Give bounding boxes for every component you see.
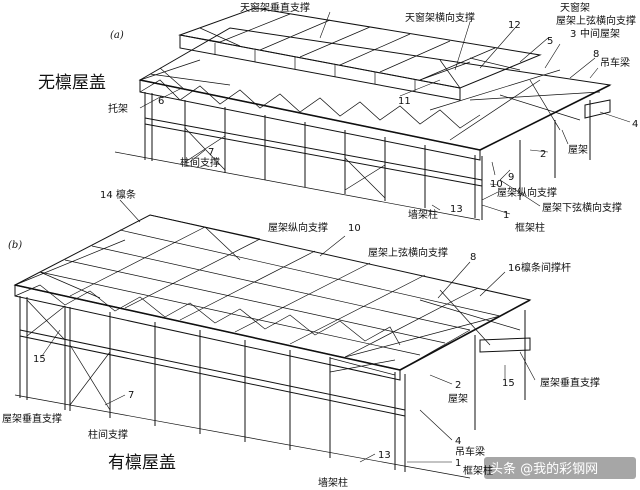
- num-a-12: 12: [508, 20, 521, 31]
- label-column-brace-b: 柱间支撑: [88, 428, 128, 441]
- label-purlin-strut: 檩条间撑杆: [521, 261, 571, 274]
- label-truss-vertical-brace-right: 屋架垂直支撑: [540, 376, 600, 389]
- num-a-13: 13: [450, 204, 463, 215]
- label-truss-top-chord-brace-b: 屋架上弦横向支撑: [368, 246, 448, 259]
- label-frame-column-a: 框架柱: [515, 221, 545, 234]
- label-column-brace-a: 柱间支撑: [180, 156, 220, 169]
- num-a-6: 6: [158, 96, 164, 107]
- label-skylight-vertical-brace: 天窗架垂直支撑: [240, 1, 310, 14]
- num-b-10: 10: [348, 223, 361, 234]
- num-b-14: 14: [100, 190, 113, 201]
- label-truss-longitudinal-brace-a: 屋架纵向支撑: [497, 186, 557, 199]
- label-middle-truss: 中间屋架: [580, 27, 620, 40]
- num-a-4: 4: [632, 119, 638, 130]
- num-b-8: 8: [470, 252, 476, 263]
- label-wall-column-b: 墙架柱: [318, 476, 348, 489]
- label-truss-longitudinal-brace-b: 屋架纵向支撑: [268, 221, 328, 234]
- label-support-truss: 托架: [108, 102, 128, 115]
- num-b-7: 7: [128, 390, 134, 401]
- num-b-15a: 15: [33, 354, 46, 365]
- num-a-3: 3: [570, 29, 576, 40]
- label-skylight-transverse-brace: 天窗架横向支撑: [405, 11, 475, 24]
- leader-lines-a: [139, 11, 631, 215]
- leader-lines-b: [41, 199, 536, 463]
- diagram-a-tag: (a): [110, 30, 124, 41]
- num-b-13: 13: [378, 450, 391, 461]
- label-skylight-frame: 天窗架: [560, 1, 590, 14]
- num-a-2: 2: [540, 149, 546, 160]
- watermark-text: 头条 @我的彩钢网: [490, 461, 598, 477]
- diagram-a-title: 无檩屋盖: [38, 73, 106, 93]
- num-b-4: 4: [455, 436, 461, 447]
- num-b-2: 2: [455, 380, 461, 391]
- num-a-8: 8: [593, 49, 599, 60]
- num-a-9: 9: [508, 172, 514, 183]
- num-b-15b: 15: [502, 378, 515, 389]
- label-wall-column-a: 墙架柱: [408, 208, 438, 221]
- diagram-b-title: 有檩屋盖: [108, 453, 176, 473]
- label-frame-column-b: 框架柱: [463, 464, 493, 477]
- diagram-a-structure: [114, 7, 612, 221]
- num-a-11: 11: [398, 96, 411, 107]
- label-purlin: 檩条: [116, 188, 136, 201]
- num-a-10: 10: [490, 179, 503, 190]
- diagram-b-structure: [13, 214, 532, 479]
- label-roof-truss-b: 屋架: [448, 393, 468, 405]
- num-b-16: 16: [508, 263, 521, 274]
- num-a-7: 7: [208, 147, 214, 158]
- num-b-1: 1: [455, 458, 461, 469]
- num-a-1: 1: [503, 210, 509, 221]
- watermark: 头条 @我的彩钢网: [484, 457, 636, 479]
- labels-diagram-a: (a) 无檩屋盖 天窗架垂直支撑 天窗架横向支撑 天窗架 屋架上弦横向支撑 中间…: [38, 1, 638, 234]
- num-a-5: 5: [547, 36, 553, 47]
- label-truss-top-chord-brace: 屋架上弦横向支撑: [556, 14, 636, 27]
- diagram-b-tag: (b): [8, 240, 22, 251]
- label-crane-beam-a: 吊车梁: [600, 56, 630, 69]
- label-truss-vertical-brace-left: 屋架垂直支撑: [2, 412, 62, 425]
- label-crane-beam-b: 吊车梁: [455, 445, 485, 458]
- label-truss-bottom-chord-brace: 屋架下弦横向支撑: [542, 201, 622, 214]
- labels-diagram-b: (b) 14 檩条 屋架纵向支撑 10 屋架上弦横向支撑 8 16 檩条间撑杆 …: [2, 188, 600, 489]
- label-roof-truss-a: 屋架: [568, 144, 588, 156]
